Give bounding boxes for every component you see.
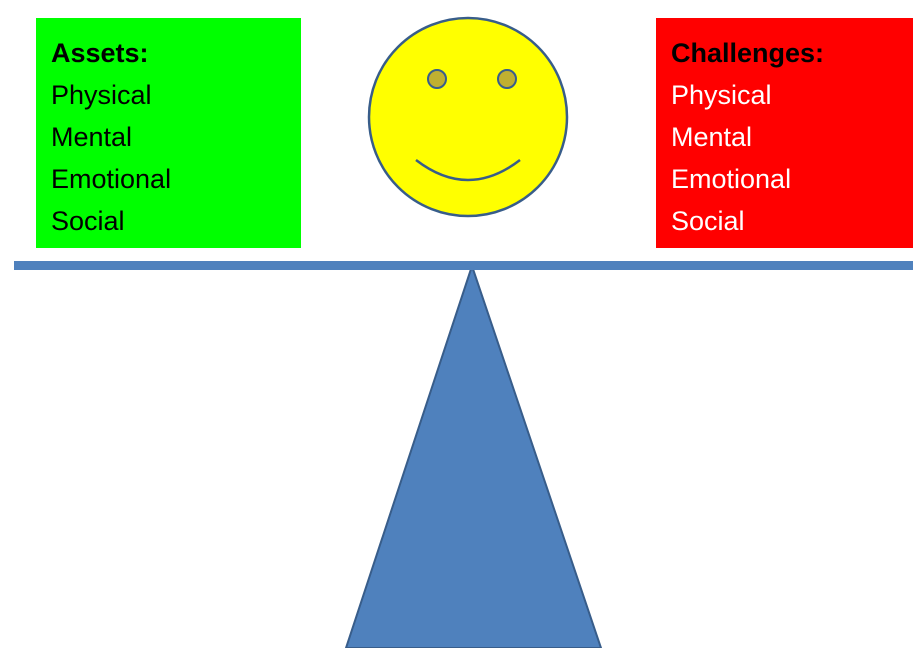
smiley-face-icon	[367, 16, 569, 218]
smile-mouth	[415, 159, 521, 182]
challenges-item-emotional: Emotional	[671, 164, 792, 194]
assets-item-emotional: Emotional	[51, 164, 172, 194]
challenges-heading: Challenges:	[671, 38, 825, 68]
fulcrum-triangle	[344, 262, 603, 648]
challenges-box: Challenges: Physical Mental Emotional So…	[656, 18, 913, 248]
left-eye	[427, 69, 447, 89]
assets-heading: Assets:	[51, 38, 149, 68]
balance-beam	[14, 261, 913, 270]
challenges-item-physical: Physical	[671, 80, 772, 110]
assets-item-physical: Physical	[51, 80, 152, 110]
assets-item-social: Social	[51, 206, 125, 236]
face-circle	[367, 16, 569, 218]
right-eye	[497, 69, 517, 89]
assets-item-mental: Mental	[51, 122, 133, 152]
assets-box: Assets: Physical Mental Emotional Social	[36, 18, 301, 248]
challenges-item-mental: Mental	[671, 122, 753, 152]
challenges-item-social: Social	[671, 206, 745, 236]
